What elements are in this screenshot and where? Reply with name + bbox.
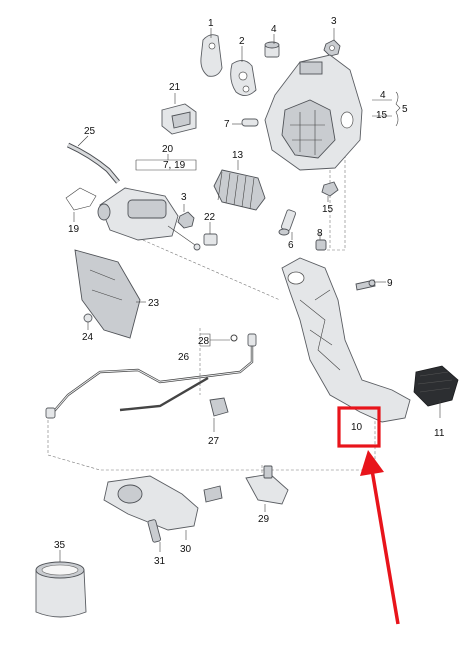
part-3-nut-middle	[177, 211, 195, 229]
part-15-clip	[321, 181, 339, 197]
callout-13: 13	[232, 150, 244, 161]
callout-25: 25	[84, 126, 96, 137]
callout-5: 5	[402, 104, 408, 115]
highlight-arrow-head	[360, 450, 384, 476]
part-10-clutch-pedal	[281, 257, 411, 423]
callout-6: 6	[288, 240, 294, 251]
callout-2: 2	[239, 36, 245, 47]
callout-28: 28	[198, 336, 210, 347]
part-3-nut-top	[323, 39, 341, 57]
part-13-spring	[213, 169, 266, 211]
highlight-arrow-shaft	[370, 469, 400, 625]
callout-27: 27	[208, 436, 220, 447]
part-9-bolt	[355, 279, 376, 291]
part-6-bolt	[278, 209, 297, 236]
callout-15-lower: 15	[322, 204, 334, 215]
part-22-bushing	[203, 233, 218, 246]
part-24-nut	[83, 313, 93, 323]
callout-10: 10	[351, 422, 363, 433]
part-21-cover	[161, 103, 197, 135]
callout-3-top: 3	[331, 16, 337, 27]
part-4-bushing	[264, 41, 280, 58]
part-28-o-ring	[230, 334, 238, 342]
part-25-hose	[66, 142, 120, 184]
callout-21: 21	[169, 82, 181, 93]
callout-9: 9	[387, 278, 393, 289]
callout-35: 35	[54, 540, 66, 551]
callout-7-19: 7, 19	[163, 160, 186, 171]
callout-labels: 1 2 4 3 4 5 15 21 7 25 20 13 7, 19 3 19 …	[54, 16, 445, 567]
callout-30: 30	[180, 544, 192, 555]
callout-23: 23	[148, 298, 160, 309]
pedal-bracket	[264, 54, 363, 171]
leader-lines	[59, 28, 441, 562]
highlight-annotation	[337, 406, 400, 625]
callout-15-right: 15	[376, 110, 388, 121]
callout-24: 24	[82, 332, 94, 343]
part-20-master-cylinder	[97, 187, 201, 251]
part-23-shield	[74, 249, 141, 339]
part-35-sleeve	[35, 561, 87, 618]
callout-19: 19	[68, 224, 80, 235]
callout-20: 20	[162, 144, 174, 155]
part-19-clip	[65, 187, 97, 211]
callout-29: 29	[258, 514, 270, 525]
callout-7: 7	[224, 119, 230, 130]
callout-26: 26	[178, 352, 190, 363]
part-29-connector	[245, 465, 289, 505]
part-27-bracket	[209, 397, 229, 417]
callout-11: 11	[434, 428, 445, 439]
part-2-clip	[230, 60, 257, 96]
part-7-pin	[241, 118, 259, 127]
callout-31: 31	[154, 556, 166, 567]
part-8-bushing	[315, 239, 327, 251]
callout-4-top: 4	[271, 24, 277, 35]
callout-4-right: 4	[380, 90, 386, 101]
callout-8: 8	[317, 228, 323, 239]
callout-22: 22	[204, 212, 216, 223]
part-30-slave-cylinder	[103, 475, 223, 531]
highlight-box	[337, 406, 381, 448]
part-1-gasket	[200, 34, 223, 77]
callout-3-middle: 3	[181, 192, 187, 203]
part-31-bolt	[147, 519, 161, 543]
part-11-pedal-pad	[413, 365, 459, 407]
callout-1: 1	[208, 18, 214, 29]
part-26-clutch-line	[45, 333, 257, 419]
